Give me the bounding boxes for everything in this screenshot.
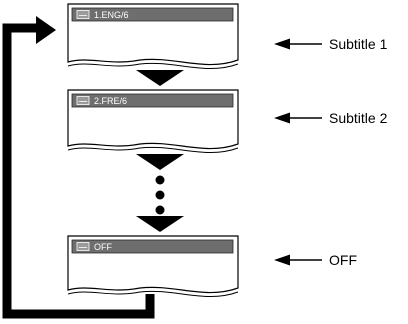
return-loop-arrow	[2, 23, 155, 319]
return-loop-arrowhead	[36, 16, 56, 44]
screen-2: 2.FRE/6	[67, 89, 239, 154]
screen-2-osd-bar	[71, 93, 234, 108]
screen-3-osd-bar	[71, 239, 234, 254]
screen-1-osd-text: 1.ENG/6	[94, 10, 129, 20]
callout-1: Subtitle 1	[274, 36, 388, 52]
subtitle-icon	[76, 10, 90, 19]
callout-1-arrowhead	[274, 38, 290, 50]
continuation-dot	[155, 175, 165, 185]
continuation-dot	[155, 205, 165, 215]
screen-1: 1.ENG/6	[67, 3, 239, 70]
screen-2-osd-text: 2.FRE/6	[94, 96, 127, 106]
screen-1-torn-edge	[67, 62, 239, 70]
continuation-dot	[155, 190, 165, 200]
screen-1-osd-bar	[71, 7, 234, 22]
down-arrow-1	[136, 70, 184, 86]
callout-1-label: Subtitle 1	[329, 36, 388, 52]
callout-2-arrowhead	[274, 112, 290, 124]
subtitle-icon	[76, 96, 90, 105]
down-arrow-3	[136, 216, 184, 232]
screen-3: OFF	[67, 235, 239, 298]
callout-3-label: OFF	[329, 252, 357, 268]
screen-2-torn-edge	[67, 146, 239, 154]
callout-2: Subtitle 2	[274, 110, 388, 126]
screen-3-osd-text: OFF	[94, 242, 112, 252]
screen-3-torn-edge	[67, 290, 239, 298]
down-arrow-2	[136, 154, 184, 170]
subtitle-icon	[76, 242, 90, 251]
callout-3-arrowhead	[274, 254, 290, 266]
callout-3: OFF	[274, 252, 357, 268]
callout-2-label: Subtitle 2	[329, 110, 388, 126]
